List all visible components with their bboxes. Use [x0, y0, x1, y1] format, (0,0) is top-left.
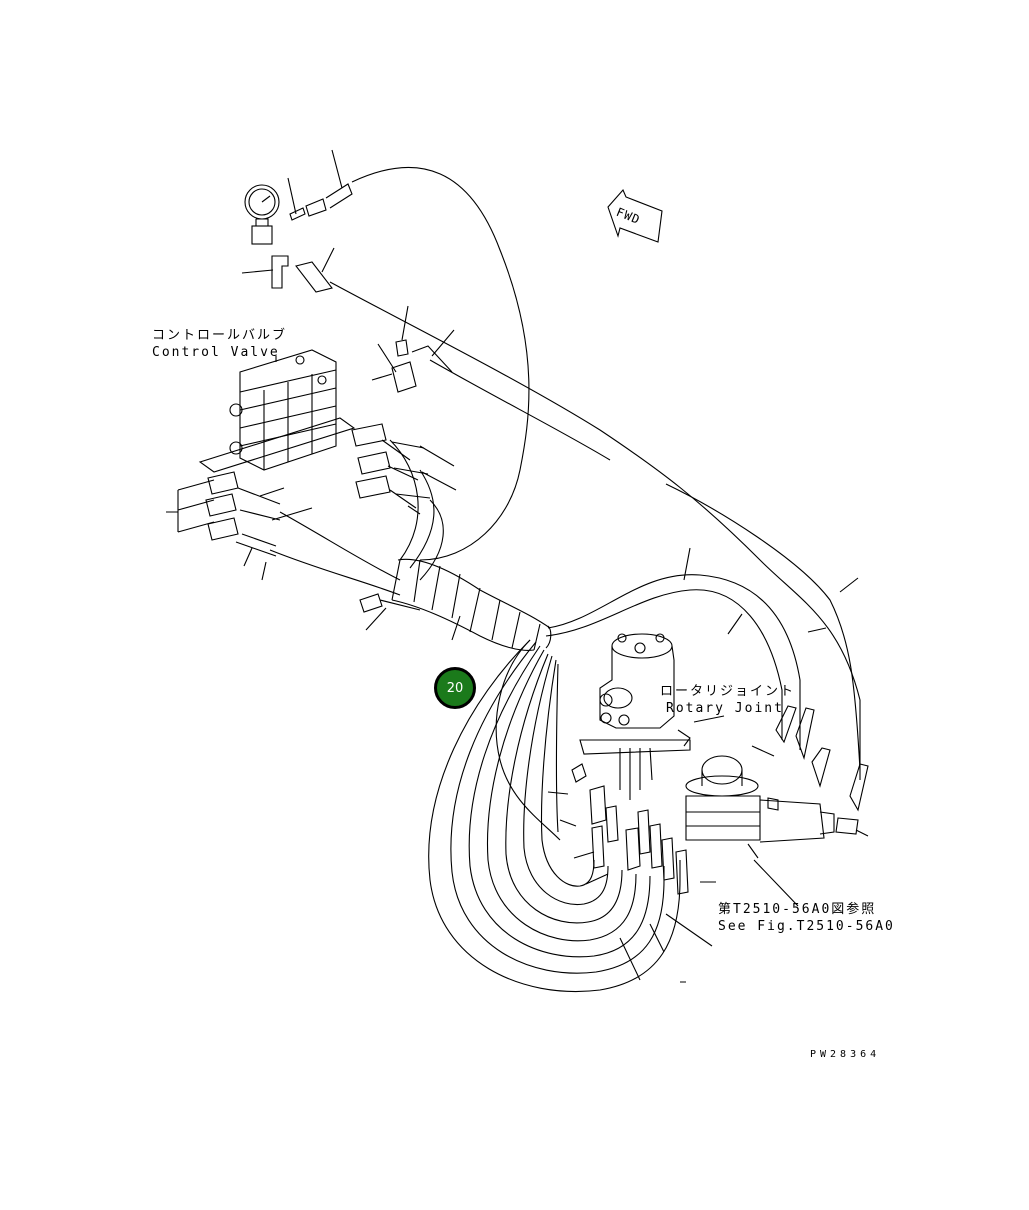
elbow-fitting-icon	[271, 255, 333, 293]
see-fig-label-en: See Fig.T2510-56A0	[718, 919, 895, 934]
hose-loops-icon	[428, 639, 713, 992]
fwd-arrow-icon	[607, 188, 663, 243]
hose-fittings-left-icon	[166, 471, 313, 581]
see-fig-label-jp: 第T2510-56A0図参照	[718, 902, 877, 917]
protective-sleeve-icon	[391, 558, 552, 651]
right-end-fittings-icon	[751, 705, 869, 837]
travel-motor-icon	[685, 755, 835, 907]
tee-fitting-icon	[371, 339, 453, 393]
drawing-code: PW28364	[810, 1049, 881, 1060]
control-valve-label-en: Control Valve	[152, 345, 280, 360]
sleeve-fitting-icon	[359, 593, 461, 641]
rotary-joint-fittings-icon	[547, 763, 716, 895]
hose-fittings-right-icon	[351, 423, 457, 515]
control-valve-label-jp: コントロールバルブ	[152, 328, 288, 343]
callout-number: 20	[446, 680, 464, 696]
control-valve-icon	[198, 349, 356, 473]
rotary-joint-label-en: Rotary Joint	[666, 701, 784, 716]
part-callout-20[interactable]: 20	[434, 667, 476, 709]
pressure-gauge-icon	[244, 183, 353, 245]
rotary-joint-label-jp: ロータリジョイント	[660, 684, 796, 699]
rotary-joint-icon	[579, 633, 691, 800]
